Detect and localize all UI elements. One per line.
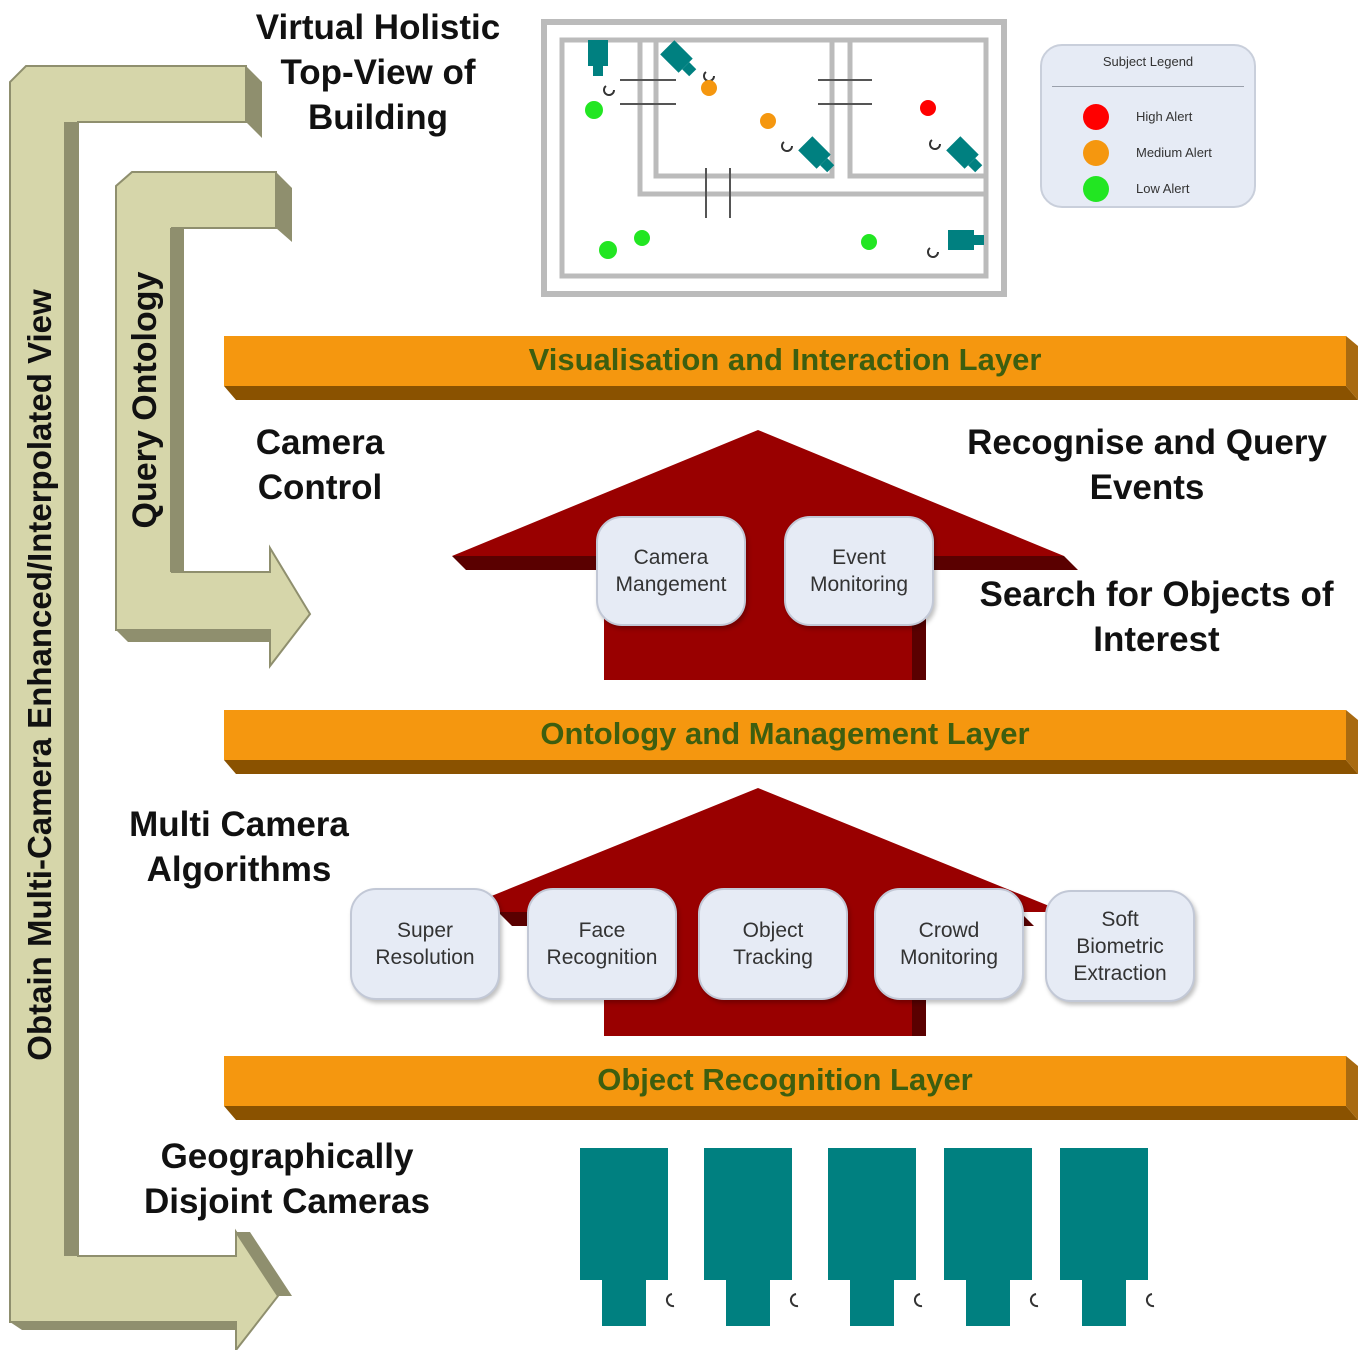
camera-icon bbox=[798, 136, 835, 173]
module-line: Recognition bbox=[546, 946, 658, 969]
label-line: Multi Camera bbox=[129, 805, 349, 844]
label-line: Search for Objects of bbox=[979, 575, 1334, 614]
legend-label: Low Alert bbox=[1136, 181, 1190, 196]
module-line: Crowd bbox=[918, 919, 980, 942]
layer-bar-ontology-shape bbox=[224, 710, 1358, 774]
layer-recognition-label: Object Recognition Layer bbox=[597, 1062, 973, 1097]
layer-bar-recognition-shape bbox=[224, 1056, 1358, 1120]
search-objects-label: Search for Objects of Interest bbox=[954, 572, 1359, 662]
bottom-camera-cables bbox=[665, 1293, 1155, 1308]
event-monitoring-module: Event Monitoring bbox=[784, 516, 934, 626]
medium-alert-subject bbox=[760, 113, 776, 129]
label-line: Disjoint Cameras bbox=[144, 1182, 430, 1221]
module-line: Extraction bbox=[1073, 961, 1167, 985]
outer-arrow-label: Obtain Multi-Camera Enhanced/Interpolate… bbox=[21, 289, 58, 1061]
medium-alert-subject bbox=[701, 80, 717, 96]
geo-cameras-label: Geographically Disjoint Cameras bbox=[120, 1134, 454, 1224]
object-tracking-module: Object Tracking bbox=[698, 888, 848, 1000]
camera-icon bbox=[1060, 1148, 1148, 1326]
layer-ontology-label: Ontology and Management Layer bbox=[540, 716, 1030, 751]
building-floorplan bbox=[541, 19, 1007, 297]
super-resolution-module: Super Resolution bbox=[350, 888, 500, 1000]
camera-icon bbox=[948, 230, 984, 250]
camera-icon bbox=[660, 40, 697, 77]
medium-alert-dot-icon bbox=[1083, 140, 1109, 166]
legend-item-low: Low Alert bbox=[1082, 176, 1252, 202]
module-line: Event bbox=[832, 546, 886, 569]
label-line: Control bbox=[257, 468, 383, 507]
soft-biometric-module: Soft Biometric Extraction bbox=[1045, 890, 1195, 1002]
module-line: Biometric bbox=[1076, 934, 1164, 958]
legend-divider bbox=[1052, 86, 1244, 87]
module-line: Super bbox=[396, 919, 454, 942]
label-line: Interest bbox=[1093, 620, 1220, 659]
legend-item-medium: Medium Alert bbox=[1082, 140, 1252, 166]
label-line: Events bbox=[1089, 468, 1205, 507]
title-line: Top-View of bbox=[280, 53, 476, 92]
module-line: Object bbox=[742, 919, 804, 942]
door-marks bbox=[620, 79, 872, 218]
camera-icon bbox=[588, 40, 608, 76]
module-line: Resolution bbox=[375, 946, 475, 969]
layer-visualisation-label: Visualisation and Interaction Layer bbox=[528, 342, 1042, 377]
module-line: Monitoring bbox=[899, 946, 999, 969]
camera-icon bbox=[704, 1148, 792, 1326]
label-line: Camera bbox=[255, 423, 385, 462]
layer-bar-visualisation-shape bbox=[224, 336, 1358, 400]
subject-legend: Subject Legend High Alert Medium Alert L… bbox=[1040, 44, 1256, 208]
recognise-query-label: Recognise and Query Events bbox=[940, 420, 1354, 510]
face-recognition-module: Face Recognition bbox=[527, 888, 677, 1000]
label-line: Geographically bbox=[160, 1137, 414, 1176]
floorplan-cameras bbox=[588, 40, 984, 250]
module-line: Monitoring bbox=[809, 573, 909, 596]
label-line: Algorithms bbox=[146, 850, 332, 889]
page-title: Virtual Holistic Top-View of Building bbox=[230, 5, 526, 140]
camera-control-label: Camera Control bbox=[210, 420, 430, 510]
module-line: Mangement bbox=[615, 573, 727, 596]
module-line: Tracking bbox=[733, 946, 813, 969]
camera-icon bbox=[944, 1148, 1032, 1326]
outer-l-arrow bbox=[9, 65, 292, 1350]
low-alert-subject bbox=[634, 230, 650, 246]
module-line: Face bbox=[578, 919, 626, 942]
module-line: Soft bbox=[1101, 907, 1139, 931]
bottom-cameras bbox=[580, 1148, 1148, 1326]
subject-dots bbox=[585, 80, 936, 259]
inner-l-arrow bbox=[115, 171, 312, 669]
legend-title: Subject Legend bbox=[1102, 54, 1194, 69]
camera-icon bbox=[580, 1148, 668, 1326]
legend-item-high: High Alert bbox=[1082, 104, 1252, 130]
inner-arrow-label: Query Ontology bbox=[126, 271, 164, 529]
legend-label: Medium Alert bbox=[1136, 145, 1212, 160]
camera-icon bbox=[946, 136, 983, 173]
high-alert-dot-icon bbox=[1083, 104, 1109, 130]
camera-management-module: Camera Mangement bbox=[596, 516, 746, 626]
legend-label: High Alert bbox=[1136, 109, 1193, 124]
multi-camera-label: Multi Camera Algorithms bbox=[110, 802, 368, 892]
low-alert-subject bbox=[861, 234, 877, 250]
title-line: Building bbox=[308, 98, 448, 137]
high-alert-subject bbox=[920, 100, 936, 116]
module-line: Camera bbox=[633, 546, 709, 569]
label-line: Recognise and Query bbox=[967, 423, 1327, 462]
title-line: Virtual Holistic bbox=[255, 8, 501, 47]
low-alert-subject bbox=[599, 241, 617, 259]
camera-icon bbox=[828, 1148, 916, 1326]
low-alert-subject bbox=[585, 101, 603, 119]
low-alert-dot-icon bbox=[1083, 176, 1109, 202]
crowd-monitoring-module: Crowd Monitoring bbox=[874, 888, 1024, 1000]
